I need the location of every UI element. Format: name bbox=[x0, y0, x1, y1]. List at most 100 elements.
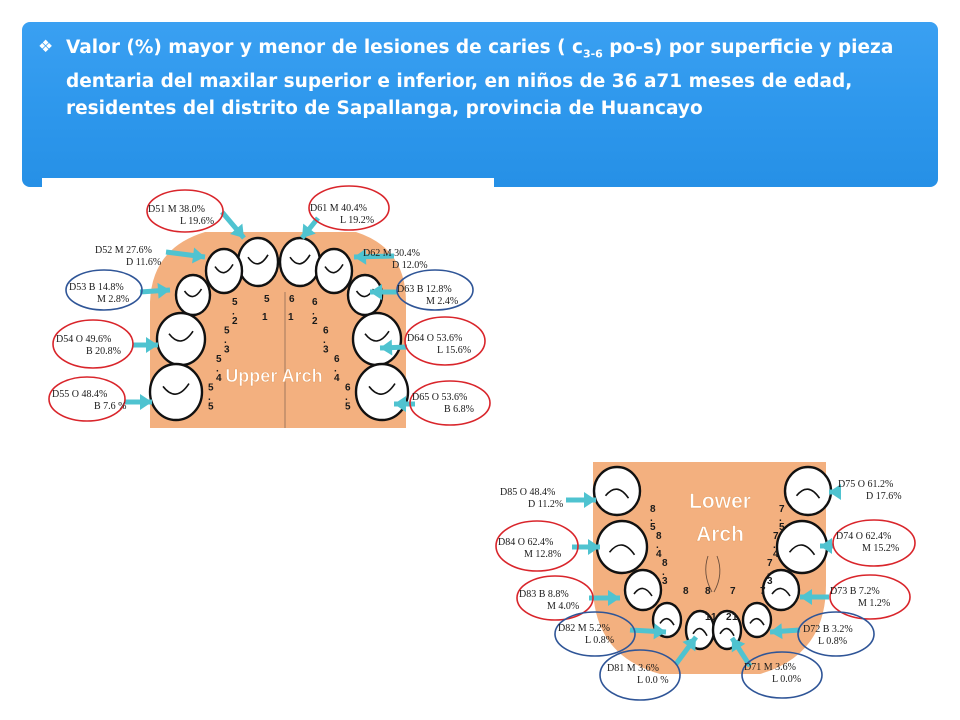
callout-ring bbox=[396, 269, 474, 311]
upper-right-number: 3 bbox=[323, 345, 329, 356]
upper-tooth bbox=[314, 247, 354, 295]
upper-tooth bbox=[351, 311, 403, 367]
diamond-bullet-icon: ❖ bbox=[38, 37, 54, 57]
callout-label-line2: B 7.6 % bbox=[94, 401, 127, 412]
callout-label-line1: D64 O 53.6% bbox=[407, 333, 462, 344]
upper-midline-number: 1 bbox=[262, 312, 268, 323]
callout-arrowhead bbox=[820, 538, 832, 554]
lower-left-number: 4 bbox=[656, 549, 662, 560]
callout-label-line1: D54 O 49.6% bbox=[56, 334, 111, 345]
callout-label-line1: D51 M 38.0% bbox=[148, 204, 205, 215]
upper-left-number: 5 bbox=[208, 402, 214, 413]
callout-label-line2: M 15.2% bbox=[862, 543, 899, 554]
callout-label-line2: D 17.6% bbox=[866, 491, 902, 502]
callout-label-line2: L 15.6% bbox=[437, 345, 471, 356]
lower-tongue-line bbox=[705, 555, 713, 593]
lower-right-number: 3 bbox=[767, 576, 773, 587]
callout-arrowhead bbox=[588, 539, 600, 555]
upper-tooth-groove bbox=[168, 330, 194, 342]
callout-label-line2: B 6.8% bbox=[444, 404, 474, 415]
lower-tooth bbox=[741, 601, 773, 639]
upper-left-number: . bbox=[232, 307, 235, 318]
upper-left-number: . bbox=[208, 392, 211, 403]
callout-ring bbox=[146, 189, 224, 233]
lower-right-number: 7 bbox=[779, 504, 785, 515]
upper-left-number: 5 bbox=[224, 326, 230, 337]
upper-arch-label: Upper Arch bbox=[225, 366, 322, 386]
lower-right-number: 4 bbox=[773, 549, 779, 560]
upper-left-number: 5 bbox=[216, 354, 222, 365]
callout-label-line2: M 1.2% bbox=[858, 598, 890, 609]
upper-tooth-groove bbox=[247, 254, 269, 265]
callout-label-line1: D62 M 30.4% bbox=[363, 248, 420, 259]
upper-right-number: . bbox=[334, 364, 337, 375]
upper-midline-number: 1 bbox=[288, 312, 294, 323]
lower-right-number: 5 bbox=[779, 522, 785, 533]
lower-right-number: 7 bbox=[760, 586, 766, 597]
upper-tooth-groove bbox=[324, 263, 344, 274]
callout-label-line1: D61 M 40.4% bbox=[310, 203, 367, 214]
lower-left-number: 8 bbox=[705, 586, 711, 597]
callout-label-line2: M 4.0% bbox=[547, 601, 579, 612]
callout-label-line1: D82 M 5.2% bbox=[558, 623, 610, 634]
callout-label-line2: M 12.8% bbox=[524, 549, 561, 560]
callout-label-line1: D53 B 14.8% bbox=[69, 282, 124, 293]
lower-tongue-line bbox=[713, 555, 721, 593]
callout-label-line2: L 0.0% bbox=[772, 674, 801, 685]
callout-label-line2: L 19.2% bbox=[340, 215, 374, 226]
upper-tooth-groove bbox=[364, 330, 390, 342]
title-text: Valor (%) mayor y menor de lesiones de c… bbox=[66, 37, 894, 119]
callout-ring bbox=[741, 651, 823, 699]
upper-tooth-groove bbox=[162, 383, 190, 395]
callout-arrowhead bbox=[829, 484, 841, 500]
lower-left-number: 5 bbox=[650, 522, 656, 533]
upper-right-number: 4 bbox=[334, 373, 340, 384]
upper-tooth bbox=[278, 236, 322, 288]
lower-tooth-groove bbox=[633, 587, 653, 597]
upper-tooth-groove bbox=[214, 263, 234, 274]
callout-label-line1: D84 O 62.4% bbox=[498, 537, 553, 548]
callout-arrowhead bbox=[354, 248, 367, 265]
lower-tooth-groove bbox=[692, 627, 708, 637]
callout-label-line1: D83 B 8.8% bbox=[519, 589, 569, 600]
lower-left-number: 8 bbox=[683, 586, 689, 597]
callout-arrowhead bbox=[370, 284, 382, 300]
callout-ring bbox=[797, 611, 875, 657]
lower-tooth bbox=[595, 519, 649, 575]
callout-label-line2: L 0.0 % bbox=[637, 675, 669, 686]
lower-tooth-groove bbox=[659, 617, 675, 626]
lower-tooth-groove bbox=[749, 617, 765, 626]
lower-right-number: . bbox=[773, 540, 776, 551]
lower-arch-label: Lower bbox=[689, 490, 751, 513]
lower-arch-label: Arch bbox=[696, 523, 744, 546]
callout-arrowhead bbox=[584, 492, 596, 508]
upper-midline-number: 6 bbox=[289, 294, 295, 305]
callout-ring bbox=[52, 319, 134, 369]
callout-label-line1: D55 O 48.4% bbox=[52, 389, 107, 400]
callout-label-line1: D72 B 3.2% bbox=[803, 624, 853, 635]
lower-left-number: . bbox=[650, 513, 653, 524]
callout-arrowhead bbox=[608, 590, 620, 606]
callout-label-line2: B 20.8% bbox=[86, 346, 121, 357]
callout-label-line2: L 19.6% bbox=[180, 216, 214, 227]
lower-left-number: 1 bbox=[705, 612, 711, 623]
lower-right-number: 7 bbox=[730, 586, 736, 597]
upper-right-number: 6 bbox=[312, 297, 318, 308]
upper-left-number: 5 bbox=[232, 297, 238, 308]
callout-label-line2: L 0.8% bbox=[818, 636, 847, 647]
lower-tooth bbox=[623, 568, 663, 612]
lower-right-number: . bbox=[779, 513, 782, 524]
upper-left-number: 2 bbox=[232, 316, 238, 327]
lower-right-number: 7 bbox=[773, 531, 779, 542]
upper-tooth bbox=[174, 273, 212, 317]
upper-right-number: 2 bbox=[312, 316, 318, 327]
upper-tooth bbox=[236, 236, 280, 288]
callout-label-line2: M 2.4% bbox=[426, 296, 458, 307]
callout-arrowhead bbox=[157, 282, 170, 299]
callout-label-line2: L 0.8% bbox=[585, 635, 614, 646]
lower-left-number: 8 bbox=[662, 558, 668, 569]
lower-tooth bbox=[783, 465, 833, 517]
lower-tooth bbox=[761, 568, 801, 612]
upper-tooth-groove bbox=[289, 254, 311, 265]
